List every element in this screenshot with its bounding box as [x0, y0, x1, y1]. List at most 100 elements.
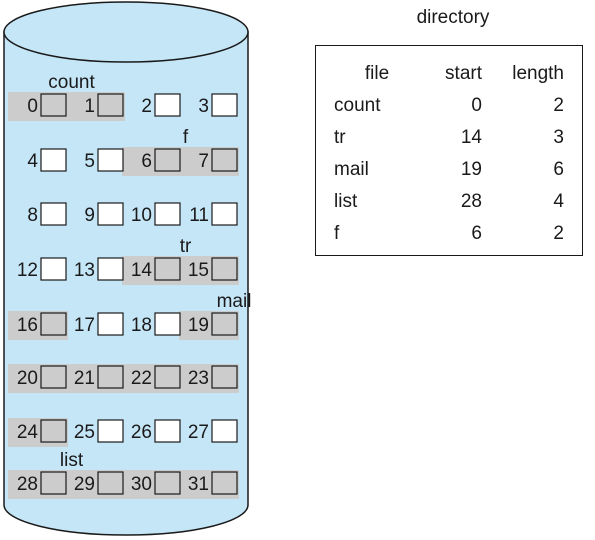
block-number: 3: [198, 96, 209, 117]
block-number: 13: [74, 260, 95, 281]
block-number: 20: [17, 368, 38, 389]
cell-start: 28: [460, 191, 482, 212]
block-number: 6: [141, 151, 152, 172]
list-label: list: [60, 450, 84, 471]
count-label: count: [48, 72, 95, 93]
directory-table: file start length count 0 2 tr 14 3 mail…: [334, 58, 566, 250]
block-number: 1: [84, 96, 95, 117]
block-box: [154, 312, 181, 336]
block-box: [154, 257, 181, 281]
directory-row: tr 14 3: [334, 122, 566, 154]
tr-label: tr: [180, 236, 192, 257]
block-number: 5: [84, 151, 95, 172]
block-number: 15: [188, 260, 209, 281]
block-number: 27: [188, 422, 209, 443]
cell-file: mail: [334, 159, 369, 180]
directory-header-row: file start length: [334, 58, 566, 90]
cell-start: 6: [471, 223, 482, 244]
directory-row: count 0 2: [334, 90, 566, 122]
cell-start: 14: [460, 127, 482, 148]
block-number: 16: [17, 315, 38, 336]
cell-file: list: [334, 191, 358, 212]
block-number: 24: [17, 422, 39, 443]
block-number: 28: [17, 474, 38, 495]
block-number: 18: [131, 315, 152, 336]
block-number: 12: [17, 260, 38, 281]
block-box: [97, 148, 124, 172]
block-number: 4: [27, 151, 38, 172]
block-number: 10: [131, 205, 152, 226]
block-box: [97, 312, 124, 336]
block-box: [211, 93, 238, 117]
block-box: [40, 148, 67, 172]
block-number: 2: [141, 96, 152, 117]
directory-row: list 28 4: [334, 186, 566, 218]
block-number: 19: [188, 315, 209, 336]
block-number: 25: [74, 422, 95, 443]
block-number: 31: [188, 474, 209, 495]
block-number: 30: [131, 474, 152, 495]
directory-table-box: file start length count 0 2 tr 14 3 mail…: [315, 45, 583, 256]
block-number: 14: [131, 260, 153, 281]
block-box: [211, 148, 238, 172]
block-box: [97, 365, 124, 389]
block-box: [97, 202, 124, 226]
header-start: start: [445, 63, 482, 84]
block-box: [211, 419, 238, 443]
block-box: [97, 419, 124, 443]
block-box: [97, 257, 124, 281]
file-labels: count tr mail list f: [48, 72, 251, 471]
directory-row: mail 19 6: [334, 154, 566, 186]
header-length: length: [512, 63, 564, 84]
cell-start: 0: [471, 95, 482, 116]
block-box: [40, 312, 67, 336]
directory-row: f 6 2: [334, 218, 566, 250]
block-number: 26: [131, 422, 152, 443]
block-box: [211, 312, 238, 336]
mail-label: mail: [217, 291, 252, 312]
block-box: [154, 93, 181, 117]
cell-length: 4: [553, 191, 564, 212]
cell-file: count: [334, 95, 381, 116]
cell-length: 3: [553, 127, 564, 148]
block-box: [211, 257, 238, 281]
block-box: [40, 202, 67, 226]
header-file: file: [364, 63, 390, 84]
cell-file: tr: [334, 127, 346, 148]
cell-length: 6: [553, 159, 564, 180]
block-box: [211, 365, 238, 389]
block-box: [40, 93, 67, 117]
disk-top: [3, 1, 249, 63]
block-number: 0: [27, 96, 38, 117]
block-number: 29: [74, 474, 95, 495]
block-box: [40, 419, 67, 443]
cell-length: 2: [553, 223, 564, 244]
block-number: 9: [84, 205, 95, 226]
block-box: [97, 93, 124, 117]
block-number: 8: [27, 205, 38, 226]
block-box: [211, 202, 238, 226]
block-number: 17: [74, 315, 95, 336]
block-number: 23: [188, 368, 209, 389]
block-box: [40, 471, 67, 495]
block-box: [154, 471, 181, 495]
directory-title: directory: [416, 7, 490, 28]
block-box: [97, 471, 124, 495]
block-box: [154, 419, 181, 443]
cell-length: 2: [553, 95, 564, 116]
block-box: [40, 365, 67, 389]
block-number: 11: [189, 205, 209, 226]
cell-file: f: [334, 223, 340, 244]
block-number: 22: [131, 368, 152, 389]
block-box: [154, 202, 181, 226]
block-box: [154, 365, 181, 389]
block-box: [40, 257, 67, 281]
f-label: f: [183, 127, 189, 148]
block-box: [211, 471, 238, 495]
block-number: 21: [74, 368, 95, 389]
block-number: 7: [198, 151, 209, 172]
cell-start: 19: [460, 159, 482, 180]
block-box: [154, 148, 181, 172]
